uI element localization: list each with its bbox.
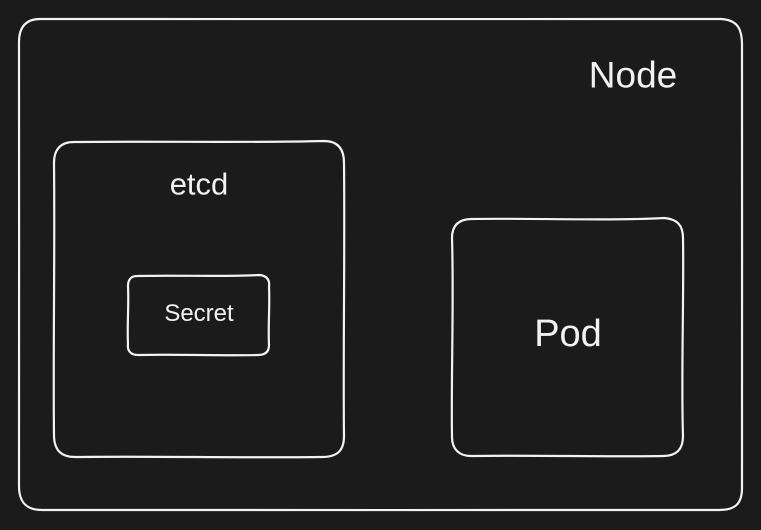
pod-box: [450, 216, 685, 458]
secret-label: Secret: [164, 300, 234, 327]
pod-label: Pod: [534, 313, 602, 355]
secret-box: [126, 273, 271, 357]
node-box: [17, 17, 744, 512]
etcd-box: [52, 139, 346, 459]
etcd-label: etcd: [169, 166, 229, 202]
node-label: Node: [588, 54, 678, 96]
